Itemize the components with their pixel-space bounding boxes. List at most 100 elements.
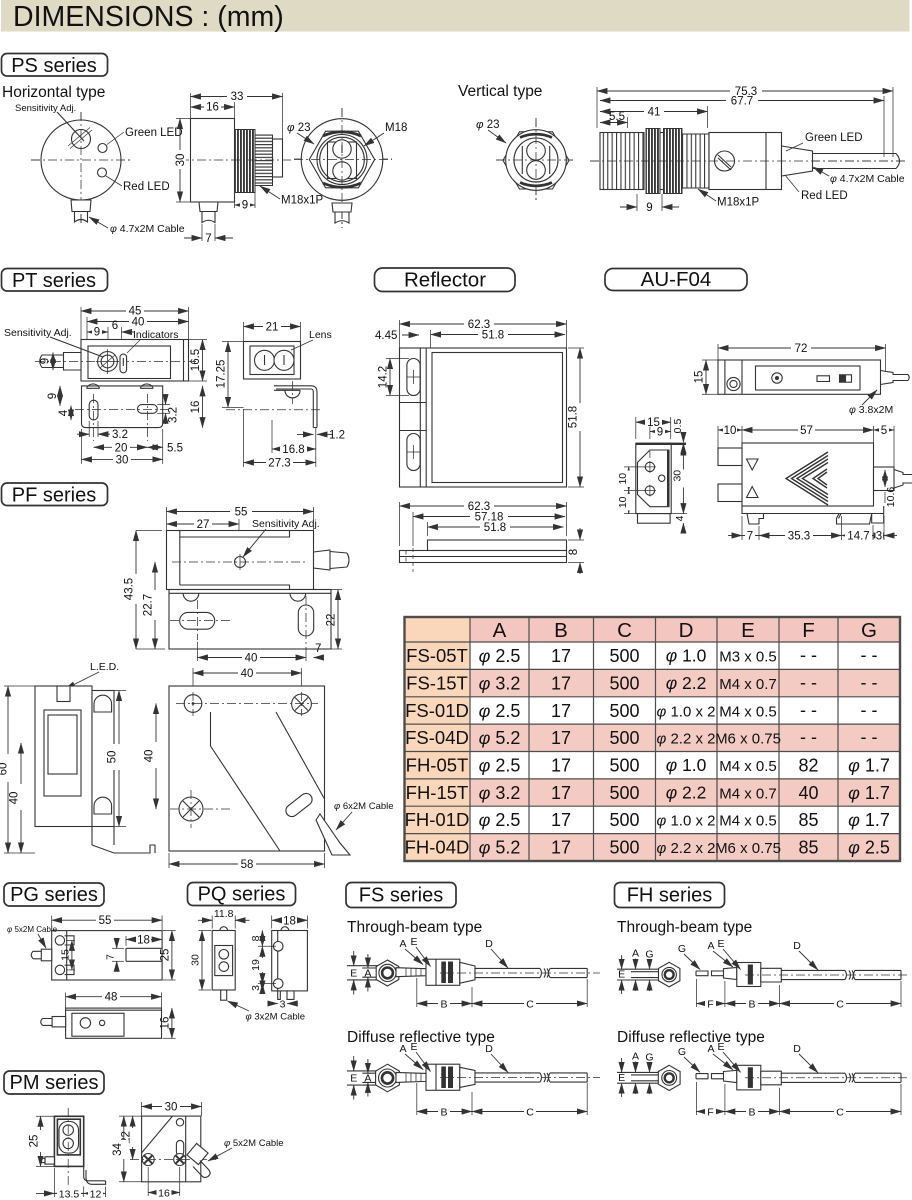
svg-text:17: 17 <box>551 728 571 748</box>
svg-text:φ 2.5: φ 2.5 <box>479 646 521 666</box>
svg-text:9: 9 <box>646 202 652 214</box>
svg-text:10: 10 <box>724 425 737 437</box>
svg-text:PM series: PM series <box>10 1072 99 1094</box>
svg-text:30: 30 <box>672 470 684 482</box>
svg-text:G: G <box>645 949 653 961</box>
svg-text:Green LED: Green LED <box>805 132 863 144</box>
svg-text:40: 40 <box>144 750 156 763</box>
svg-text:A: A <box>707 940 714 952</box>
svg-text:14.2: 14.2 <box>378 366 390 388</box>
svg-text:M3 x 0.5: M3 x 0.5 <box>719 649 777 666</box>
svg-text:M4 x 0.5: M4 x 0.5 <box>719 758 777 775</box>
svg-text:A: A <box>707 1043 714 1055</box>
svg-text:51.8: 51.8 <box>484 522 506 534</box>
svg-text:B: B <box>748 1107 755 1119</box>
svg-text:Sensitivity Adj.: Sensitivity Adj. <box>252 518 320 530</box>
svg-text:85: 85 <box>798 810 818 830</box>
svg-text:E: E <box>410 936 417 948</box>
svg-text:17: 17 <box>551 673 571 693</box>
svg-text:500: 500 <box>609 838 639 858</box>
svg-text:Through-beam type: Through-beam type <box>347 919 482 936</box>
svg-text:25: 25 <box>29 1135 41 1148</box>
svg-text:φ 3.2: φ 3.2 <box>479 673 521 693</box>
svg-text:18: 18 <box>137 934 150 946</box>
svg-text:φ 1.0: φ 1.0 <box>666 646 707 666</box>
svg-text:34: 34 <box>112 1143 124 1156</box>
svg-text:11.8: 11.8 <box>214 908 234 920</box>
svg-text:17: 17 <box>551 838 571 858</box>
svg-text:30: 30 <box>190 954 202 966</box>
svg-text:B: B <box>440 999 447 1011</box>
svg-text:D: D <box>793 940 801 952</box>
svg-text:43.5: 43.5 <box>124 578 136 600</box>
svg-text:4: 4 <box>58 409 70 416</box>
svg-text:φ 1.0: φ 1.0 <box>666 755 707 775</box>
svg-text:M18: M18 <box>385 122 407 134</box>
svg-text:85: 85 <box>798 838 818 858</box>
svg-text:60: 60 <box>0 763 10 776</box>
svg-text:G: G <box>678 943 686 955</box>
svg-text:φ 2.2: φ 2.2 <box>666 673 707 693</box>
svg-text:17: 17 <box>551 756 571 776</box>
svg-text:72: 72 <box>795 343 808 355</box>
svg-text:G: G <box>861 619 877 642</box>
svg-text:M18x1P: M18x1P <box>281 195 324 207</box>
svg-text:17: 17 <box>551 701 571 721</box>
svg-text:F: F <box>707 1107 713 1119</box>
svg-text:Diffuse reflective type: Diffuse reflective type <box>617 1029 765 1046</box>
svg-text:41: 41 <box>648 107 661 119</box>
svg-text:φ 3.8x2M: φ 3.8x2M <box>849 404 893 416</box>
svg-text:Reflector: Reflector <box>404 269 486 292</box>
svg-text:A: A <box>632 948 639 960</box>
svg-text:9: 9 <box>94 327 100 339</box>
svg-text:40: 40 <box>798 783 818 803</box>
svg-text:14.7: 14.7 <box>847 531 869 543</box>
svg-text:9: 9 <box>40 358 52 364</box>
svg-text:FH-01D: FH-01D <box>405 809 470 830</box>
svg-text:E: E <box>350 967 357 979</box>
svg-text:30: 30 <box>116 454 129 466</box>
svg-text:C: C <box>617 619 632 642</box>
svg-text:A: A <box>493 619 507 642</box>
svg-text:1.2: 1.2 <box>329 429 345 441</box>
svg-text:8: 8 <box>568 549 580 555</box>
svg-text:40: 40 <box>132 317 145 329</box>
svg-text:AU-F04: AU-F04 <box>641 268 712 291</box>
svg-text:18: 18 <box>283 915 296 927</box>
svg-text:φ 1.7: φ 1.7 <box>848 783 890 803</box>
svg-text:Red LED: Red LED <box>123 181 170 193</box>
svg-text:8: 8 <box>250 935 262 941</box>
svg-text:φ 1.0 x 2: φ 1.0 x 2 <box>657 703 716 720</box>
svg-text:E: E <box>618 969 625 981</box>
svg-text:E: E <box>618 1072 625 1084</box>
svg-text:51.8: 51.8 <box>568 406 580 428</box>
svg-text:φ 3x2M Cable: φ 3x2M Cable <box>246 1012 306 1023</box>
svg-text:F: F <box>802 619 815 642</box>
svg-text:15: 15 <box>60 949 72 961</box>
svg-text:C: C <box>836 999 844 1011</box>
svg-text:φ 4.7x2M Cable: φ 4.7x2M Cable <box>830 173 905 185</box>
svg-text:M6 x 0.75: M6 x 0.75 <box>715 840 781 857</box>
svg-text:φ 4.7x2M Cable: φ 4.7x2M Cable <box>110 223 185 235</box>
svg-text:φ 2.5: φ 2.5 <box>479 810 521 830</box>
svg-text:D: D <box>793 1043 801 1055</box>
svg-text:C: C <box>836 1107 844 1119</box>
svg-text:A: A <box>364 967 371 979</box>
svg-text:E: E <box>717 938 724 950</box>
svg-text:E: E <box>410 1041 417 1053</box>
svg-text:B: B <box>748 999 755 1011</box>
svg-text:PG series: PG series <box>10 884 98 906</box>
svg-text:16: 16 <box>190 401 202 414</box>
svg-text:- -: - - <box>800 727 817 747</box>
svg-text:Through-beam type: Through-beam type <box>617 919 752 936</box>
svg-text:5.5: 5.5 <box>167 442 183 454</box>
svg-text:M4 x 0.7: M4 x 0.7 <box>719 785 777 802</box>
svg-text:PS series: PS series <box>11 55 97 77</box>
svg-text:51.8: 51.8 <box>482 330 504 342</box>
svg-text:67.7: 67.7 <box>731 96 753 108</box>
svg-text:φ 1.7: φ 1.7 <box>848 756 890 776</box>
svg-text:Lens: Lens <box>309 329 332 341</box>
svg-text:φ 2.2 x 2: φ 2.2 x 2 <box>657 840 716 857</box>
svg-text:500: 500 <box>609 673 639 693</box>
svg-text:3.2: 3.2 <box>168 407 180 423</box>
